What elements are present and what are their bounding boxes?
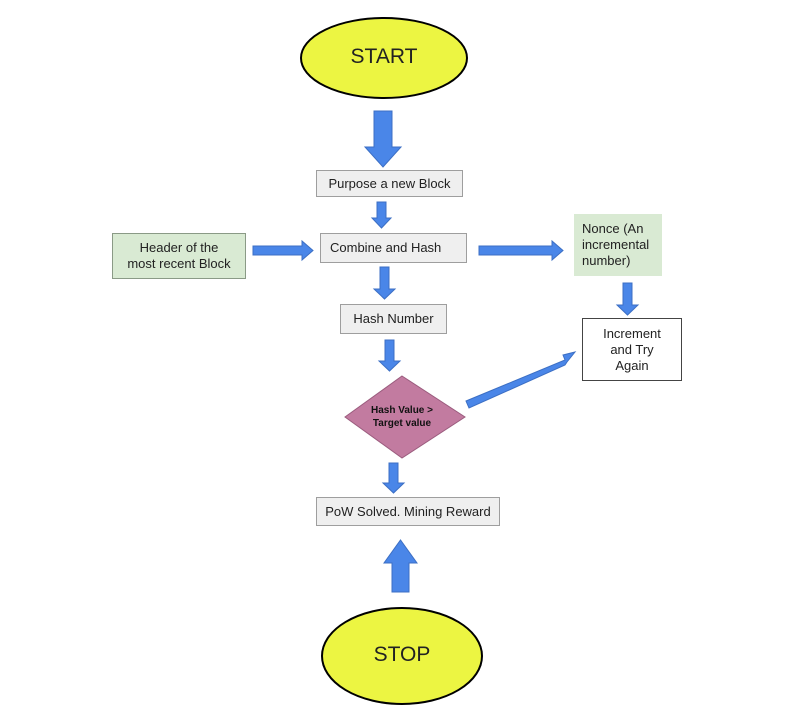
nonce-box: Nonce (An incremental number) (574, 214, 662, 276)
header-box: Header of the most recent Block (112, 233, 246, 279)
decision-diamond (344, 375, 466, 459)
arrow-combine-to-hash (372, 266, 397, 300)
pow-solved-box: PoW Solved. Mining Reward (316, 497, 500, 526)
start-terminal (300, 17, 468, 99)
nonce-label-line3: number) (582, 253, 631, 268)
arrow-combine-to-nonce (478, 239, 564, 262)
increment-label: Increment and Try Again (603, 326, 661, 374)
arrow-nonce-to-increment (615, 282, 640, 316)
header-label: Header of the most recent Block (127, 240, 230, 272)
combine-hash-label: Combine and Hash (330, 240, 442, 255)
stop-label: STOP (373, 643, 431, 666)
propose-block-label: Purpose a new Block (328, 175, 451, 191)
nonce-label: Nonce (An incremental number) (582, 221, 649, 269)
decision-label-line1: Hash Value > (371, 405, 433, 416)
header-label-line2: most recent Block (127, 256, 231, 271)
hash-number-label: Hash Number (353, 311, 434, 326)
arrow-propose-to-combine (370, 201, 393, 229)
propose-block-box: Purpose a new Block (316, 170, 463, 197)
nonce-label-line2: incremental (582, 237, 650, 252)
increment-label-line3: Again (615, 357, 649, 373)
increment-label-line1: Increment (603, 325, 661, 341)
combine-hash-box: Combine and Hash (320, 233, 467, 263)
start-label: START (350, 45, 418, 68)
increment-label-line2: and Try (610, 341, 654, 357)
decision-label: Hash Value > Target value (352, 404, 452, 430)
arrow-start-to-propose (363, 110, 403, 168)
arrow-stop-to-pow (383, 539, 418, 593)
arrow-hash-to-decision (377, 339, 402, 372)
nonce-label-line1: Nonce (An (582, 221, 644, 236)
pow-solved-label: PoW Solved. Mining Reward (325, 503, 491, 519)
increment-box: Increment and Try Again (582, 318, 682, 381)
hash-number-box: Hash Number (340, 304, 447, 334)
arrow-decision-to-increment (465, 351, 577, 409)
decision-label-line2: Target value (372, 418, 432, 429)
arrow-header-to-combine (252, 239, 314, 262)
header-label-line1: Header of the (139, 240, 219, 255)
arrow-decision-to-pow (381, 462, 406, 494)
stop-terminal (321, 607, 483, 705)
